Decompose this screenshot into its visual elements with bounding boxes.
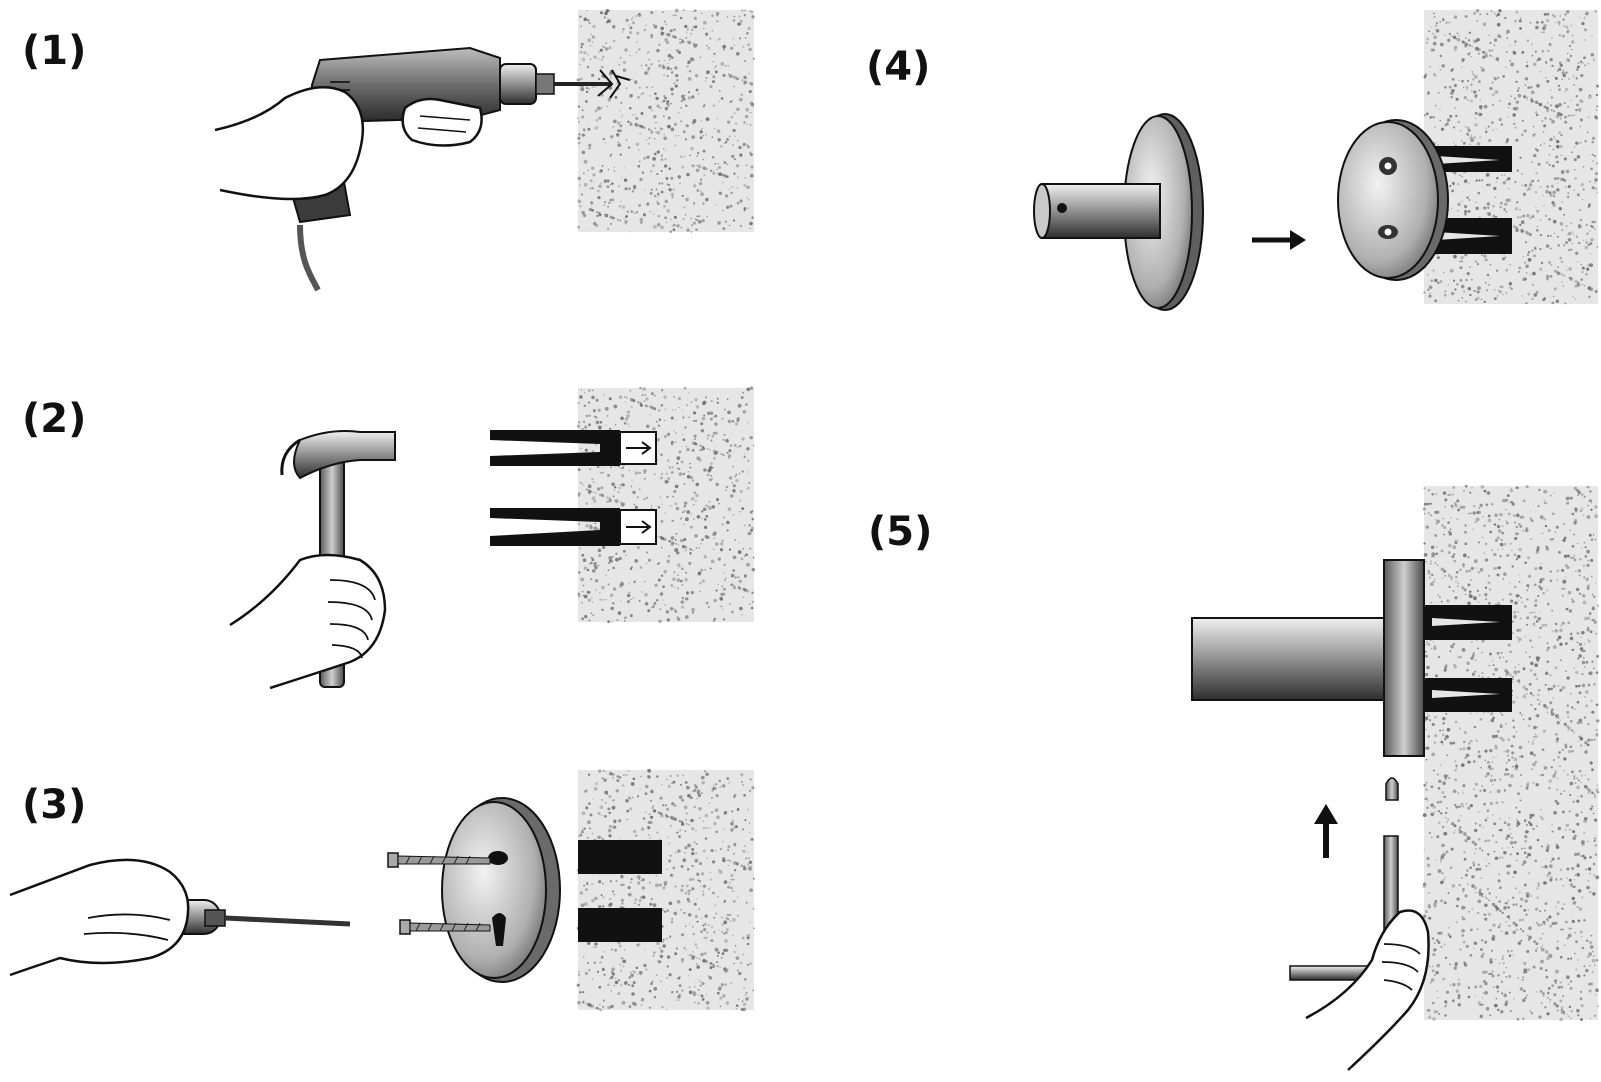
screw-upper — [387, 852, 491, 868]
arrow-up-icon — [1314, 804, 1338, 858]
hand-holding-drill-icon — [214, 86, 483, 201]
arrow-right-icon — [1252, 230, 1306, 250]
robe-hook-icon — [1033, 113, 1204, 311]
step-4-label: (4) — [866, 44, 930, 90]
mounting-plate-step-3 — [441, 797, 561, 983]
assembled-hook — [1191, 559, 1512, 757]
wall-step-2 — [576, 386, 756, 624]
wall-step-5 — [1422, 484, 1600, 1022]
hand-holding-hammer-icon — [229, 553, 387, 690]
wall-step-3 — [576, 768, 755, 1012]
wall-anchor-lower — [490, 508, 657, 546]
step-3-label: (3) — [22, 782, 86, 828]
step-5-label: (5) — [868, 509, 932, 555]
hand-holding-screwdriver-icon — [9, 858, 190, 977]
step-2-label: (2) — [22, 396, 86, 442]
hand-holding-allen-key-icon — [1305, 909, 1430, 1071]
screw-lower — [399, 919, 491, 935]
step-1-label: (1) — [22, 28, 86, 74]
wall-anchor-upper — [490, 430, 657, 466]
wall-step-1 — [576, 8, 755, 233]
wall-plug-lower — [578, 908, 662, 942]
set-screw-icon — [1385, 777, 1399, 801]
wall-plug-upper — [578, 840, 662, 874]
mounted-plate-step-4 — [1337, 119, 1512, 281]
